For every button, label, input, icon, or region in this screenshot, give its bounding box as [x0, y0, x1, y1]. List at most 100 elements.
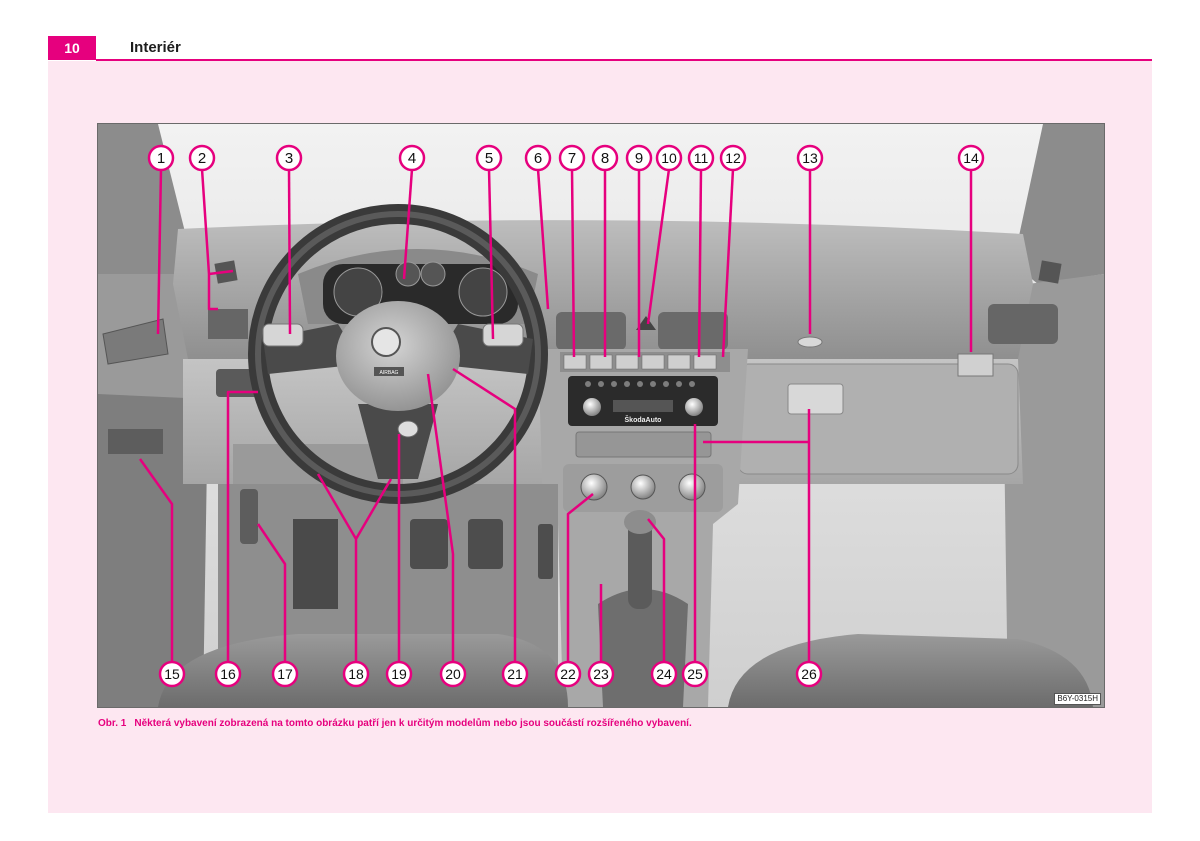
caption-text: Některá vybavení zobrazená na tomto obrá…: [134, 718, 692, 729]
callout-label: 4: [408, 150, 416, 167]
door-handle: [102, 318, 169, 365]
leader-5: [487, 168, 495, 340]
callout-label: 8: [601, 150, 609, 167]
leader-20: [426, 373, 455, 662]
fuel-gauge: [395, 261, 421, 287]
leader-26: [703, 409, 811, 662]
temp-gauge: [420, 261, 446, 287]
leader-4: [402, 168, 414, 280]
clutch-pedal: [410, 519, 448, 569]
figure-code: B6Y-0315H: [1054, 693, 1101, 705]
leader-24: [647, 518, 666, 662]
leader-12: [721, 168, 735, 358]
left-vent: [208, 309, 248, 339]
indicator-stalk: [262, 323, 304, 347]
callout-label: 5: [485, 150, 493, 167]
tachometer: [458, 267, 508, 317]
callout-label: 26: [801, 666, 817, 682]
right-door: [1003, 274, 1104, 707]
temperature-knob: [580, 473, 608, 501]
left-a-pillar: [98, 124, 193, 284]
ignition-lock: [397, 420, 419, 438]
callout-label: 3: [285, 150, 293, 167]
brake-pedal: [468, 519, 503, 569]
hood-release: [240, 489, 258, 544]
callout-label: 1: [157, 150, 165, 167]
leader-10: [646, 168, 671, 325]
callout-9: 9: [625, 144, 653, 172]
callout-22: 22: [554, 660, 582, 688]
callout-23: 23: [587, 660, 615, 688]
callout-11: 11: [687, 144, 715, 172]
gear-stick: [628, 519, 652, 609]
leader-21: [452, 367, 517, 662]
callout-24: 24: [650, 660, 678, 688]
callout-label: 10: [661, 150, 677, 166]
callout-label: 17: [277, 666, 293, 682]
storage-compartment: [575, 431, 712, 458]
callout-8: 8: [591, 144, 619, 172]
dashboard-figure: ŠkodaAuto: [97, 123, 1105, 708]
horn-label-plate: [374, 367, 404, 376]
callout-label: 14: [963, 150, 979, 166]
left-door-panel: [98, 394, 208, 707]
leader-17: [256, 523, 287, 662]
leader-3: [287, 168, 292, 335]
glovebox-handle: [787, 383, 844, 415]
callout-label: 2: [198, 150, 206, 167]
callout-label: 22: [560, 666, 576, 682]
callout-17: 17: [271, 660, 299, 688]
window-switches: [108, 429, 163, 454]
callout-25: 25: [681, 660, 709, 688]
wiper-stalk: [482, 323, 524, 347]
callout-label: 15: [164, 666, 180, 682]
airbag-switch: [957, 353, 994, 377]
callout-10: 10: [655, 144, 683, 172]
header-rule: [96, 59, 1152, 61]
callout-7: 7: [558, 144, 586, 172]
callout-label: 23: [593, 666, 609, 682]
hazard-switch: [636, 316, 656, 330]
callout-5: 5: [475, 144, 503, 172]
callout-label: 9: [635, 150, 643, 167]
leader-16: [226, 390, 258, 662]
callout-label: 24: [656, 666, 672, 682]
callout-26: 26: [795, 660, 823, 688]
callout-20: 20: [439, 660, 467, 688]
callout-label: 12: [725, 150, 741, 166]
callout-label: 7: [568, 150, 576, 167]
glovebox: [737, 363, 1019, 475]
radio-knob-left: [583, 398, 601, 416]
fan-knob: [630, 474, 656, 500]
passenger-seat: [728, 634, 1093, 707]
callout-label: 21: [507, 666, 523, 682]
callout-6: 6: [524, 144, 552, 172]
callout-19: 19: [385, 660, 413, 688]
horn-label: AIRBAG: [380, 370, 399, 376]
center-vent-left: [556, 312, 626, 350]
callout-label: 18: [348, 666, 364, 682]
leader-6: [536, 168, 550, 310]
leader-7: [570, 168, 576, 358]
callout-3: 3: [275, 144, 303, 172]
caption-label: Obr. 1: [98, 718, 127, 729]
right-vent: [988, 304, 1058, 344]
dashboard-illustration: ŠkodaAuto: [98, 124, 1104, 707]
leader-11: [697, 168, 703, 358]
right-side-vent: [1038, 260, 1062, 284]
callout-label: 13: [802, 150, 818, 166]
callout-21: 21: [501, 660, 529, 688]
callout-12: 12: [719, 144, 747, 172]
callout-label: 25: [687, 666, 703, 682]
leader-lines: [138, 168, 973, 662]
callout-label: 16: [220, 666, 236, 682]
figure-caption: Obr. 1 Některá vybavení zobrazená na tomt…: [98, 718, 692, 729]
callout-13: 13: [796, 144, 824, 172]
callout-label: 6: [534, 150, 542, 167]
radio-knob-right: [685, 398, 703, 416]
brand-logo: [371, 327, 401, 357]
radio-brand: ŠkodaAuto: [625, 415, 662, 424]
radio-display: [613, 400, 673, 412]
callout-4: 4: [398, 144, 426, 172]
callout-14: 14: [957, 144, 985, 172]
